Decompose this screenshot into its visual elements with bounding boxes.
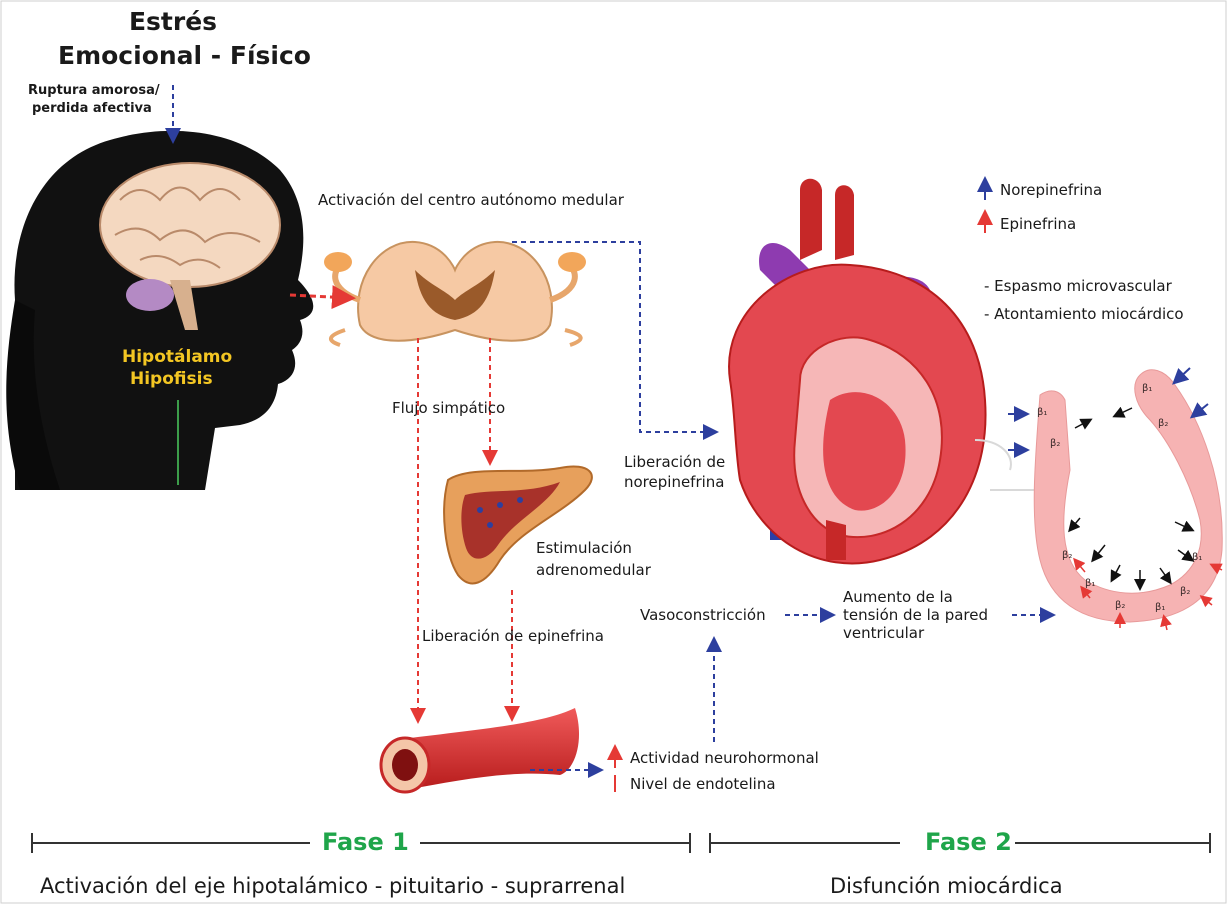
phase-1-label: Fase 1: [322, 828, 409, 856]
actividad-label: Actividad neurohormonal: [630, 748, 819, 768]
trigger-line-2: perdida afectiva: [32, 100, 152, 117]
beta2-label: β₂: [1115, 600, 1125, 611]
beta2-label: β₂: [1050, 438, 1060, 449]
effect-atontamiento: - Atontamiento miocárdico: [984, 304, 1184, 324]
legend-epinefrina: Epinefrina: [1000, 214, 1076, 234]
legend-norepinefrina: Norepinefrina: [1000, 180, 1102, 200]
activacion-label: Activación del centro autónomo medular: [318, 190, 624, 210]
blood-vessel-illustration: [381, 708, 579, 792]
phase-bars: [32, 833, 1210, 853]
beta1-label: β₁: [1192, 552, 1202, 563]
beta1-label: β₁: [1037, 407, 1047, 418]
spinal-cord-illustration: [324, 242, 586, 345]
vasoconstriccion-label: Vasoconstricción: [640, 605, 766, 625]
hipotalamo-label: Hipotálamo: [122, 346, 232, 368]
phase-1-description: Activación del eje hipotalámico - pituit…: [40, 874, 625, 898]
flujo-label: Flujo simpático: [392, 398, 505, 418]
beta2-label: β₂: [1158, 418, 1168, 429]
hipofisis-label: Hipofisis: [130, 368, 213, 390]
title-line-2: Emocional - Físico: [58, 40, 288, 72]
phase-2-label: Fase 2: [925, 828, 1012, 856]
aumento-label-2: tensión de la pared: [843, 605, 988, 625]
aumento-label-3: ventricular: [843, 623, 924, 643]
beta1-label: β₁: [1155, 602, 1165, 613]
ventricle-wall-illustration: [1034, 370, 1222, 622]
beta2-label: β₂: [1062, 550, 1072, 561]
aumento-label-1: Aumento de la: [843, 587, 953, 607]
heart-illustration: [729, 179, 985, 564]
estimulacion-label-2: adrenomedular: [536, 560, 651, 580]
effect-espasmo: - Espasmo microvascular: [984, 276, 1172, 296]
beta1-label: β₁: [1142, 383, 1152, 394]
endotelina-label: Nivel de endotelina: [630, 774, 776, 794]
liberacion-epinefrina-label: Liberación de epinefrina: [422, 626, 604, 646]
trigger-line-1: Ruptura amorosa/: [28, 82, 160, 99]
liberacion-norepinefrina-label-2: norepinefrina: [624, 472, 725, 492]
estimulacion-label-1: Estimulación: [536, 538, 632, 558]
liberacion-norepinefrina-label-1: Liberación de: [624, 452, 725, 472]
beta2-label: β₂: [1180, 586, 1190, 597]
title-line-1: Estrés: [118, 6, 228, 38]
phase-2-description: Disfunción miocárdica: [830, 874, 1063, 898]
beta1-label: β₁: [1085, 578, 1095, 589]
